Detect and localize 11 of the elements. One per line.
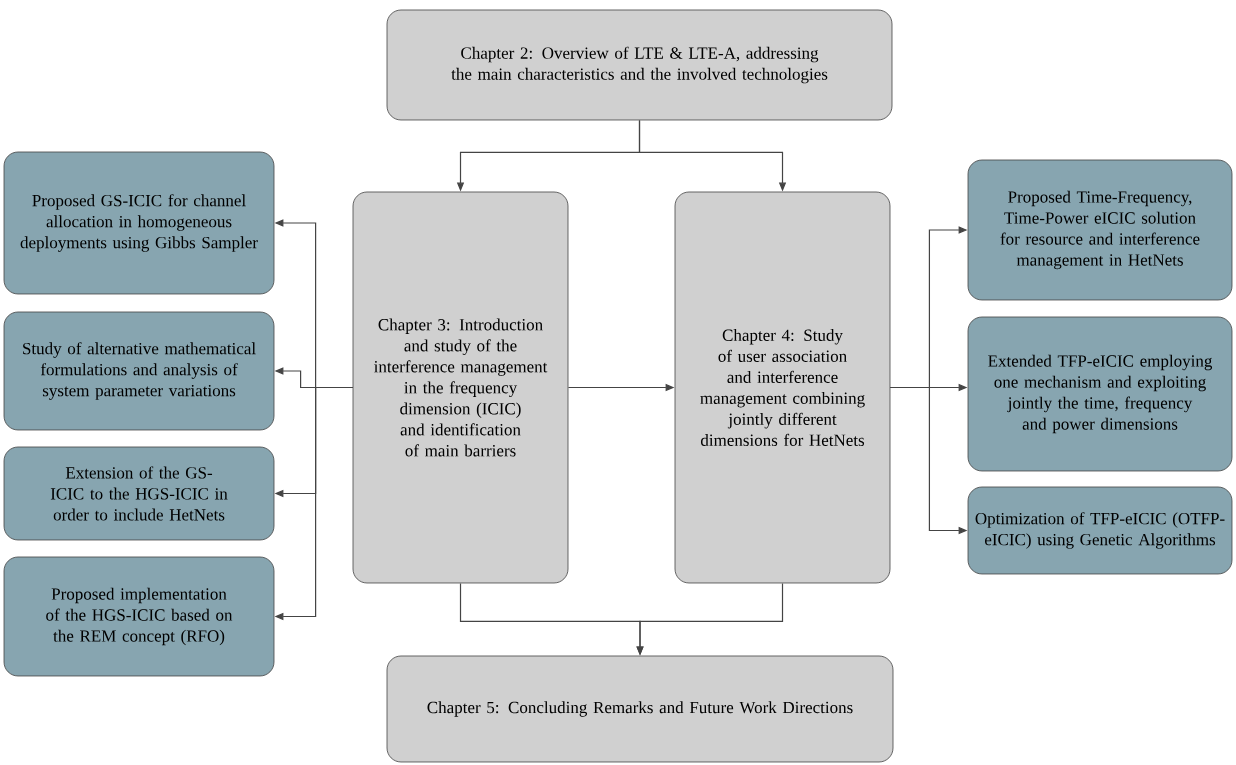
chapter-box: Chapter 3: Introduction and study of the interference management in the frequency dimension (ICIC) and identification of main barriers <box>352 191 569 584</box>
result-box: Proposed GS-ICIC for channel allocation in homogeneous deployments using Gibbs Sampler <box>3 151 275 295</box>
result-box: Proposed Time-Frequency, Time-Power eICIC solution for resource and interference management in HetNets <box>967 159 1233 301</box>
chapter-box: Chapter 5: Concluding Remarks and Future Work Directions <box>386 655 894 763</box>
result-box: Optimization of TFP-eICIC (OTFP-eICIC) using Genetic Algorithms <box>967 486 1233 575</box>
chapter-box: Chapter 2: Overview of LTE & LTE-A, addressing the main characteristics and the involved technologies <box>386 9 893 121</box>
chapter-box: Chapter 4: Study of user association and interference management combining jointly different dimensions for HetNets <box>674 191 891 584</box>
result-box: Extension of the GS-ICIC to the HGS-ICIC in order to include HetNets <box>3 446 275 541</box>
result-box: Proposed implementation of the HGS-ICIC based on the REM concept (RFO) <box>3 556 275 677</box>
result-box: Study of alternative mathematical formulations and analysis of system parameter variations <box>3 311 275 431</box>
result-box: Extended TFP-eICIC employing one mechanism and exploiting jointly the time, frequency and power dimensions <box>967 316 1233 472</box>
